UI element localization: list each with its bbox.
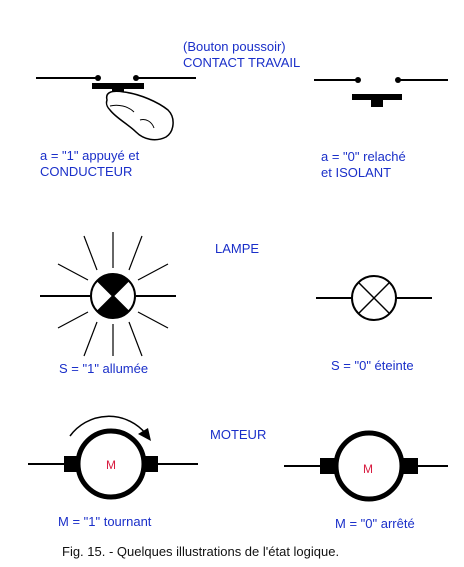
motor-on-letter: M — [106, 458, 116, 472]
motor-title: MOTEUR — [210, 427, 267, 442]
contact-on-label-line1: a = "1" appuyé et — [40, 148, 140, 163]
lamp-on-label: S = "1" allumée — [59, 361, 149, 376]
motor-on-label: M = "1" tournant — [58, 514, 152, 529]
contact-off-label-line1: a = "0" relaché — [321, 149, 406, 164]
figure-caption: Fig. 15. - Quelques illustrations de l'é… — [62, 544, 340, 559]
contact-off-label-line2: et ISOLANT — [321, 165, 392, 180]
lamp-on-symbol — [40, 232, 176, 357]
lamp-title: LAMPE — [215, 241, 260, 256]
motor-off-letter: M — [363, 462, 373, 476]
contact-subtitle: (Bouton poussoir) — [183, 39, 286, 54]
lamp-off-symbol — [316, 275, 432, 321]
lamp-off-label: S = "0" éteinte — [331, 358, 414, 373]
contact-released-symbol — [314, 77, 448, 107]
motor-off-label: M = "0" arrêté — [335, 516, 415, 531]
contact-on-label-line2: CONDUCTEUR — [40, 164, 133, 179]
finger-icon — [105, 90, 174, 141]
motor-on-symbol — [28, 415, 198, 500]
contact-title: CONTACT TRAVAIL — [183, 55, 301, 70]
motor-off-symbol — [284, 430, 448, 502]
